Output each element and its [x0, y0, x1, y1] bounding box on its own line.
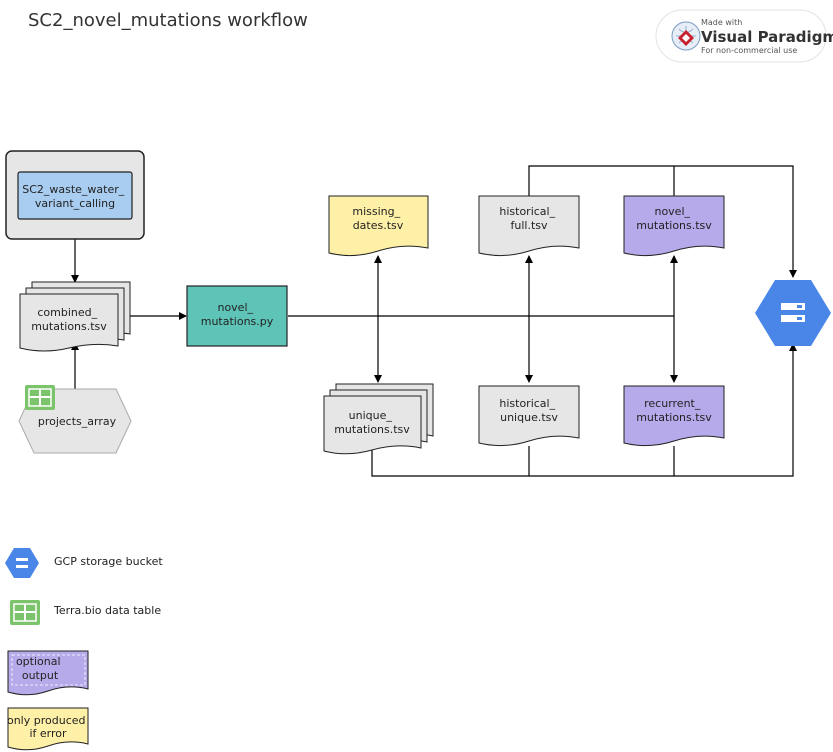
doc-historical-full[interactable]: historical_ full.tsv	[478, 195, 580, 257]
gcp-bucket-icon	[781, 303, 805, 322]
unique-label: unique_ mutations.tsv	[334, 409, 410, 436]
combined-label: combined_ mutations.tsv	[31, 306, 107, 333]
task-label: SC2_waste_water_ variant_calling	[22, 183, 128, 210]
task-node-sc2-waste-water[interactable]: SC2_waste_water_ variant_calling	[5, 150, 145, 240]
doc-recurrent-mutations[interactable]: recurrent_ mutations.tsv	[623, 385, 725, 447]
doc-combined-mutations[interactable]: combined_ mutations.tsv	[19, 281, 131, 352]
legend-optional-output: optional output	[7, 650, 89, 696]
legend-error-output: only produced if error	[7, 707, 89, 751]
doc-unique-mutations[interactable]: unique_ mutations.tsv	[323, 383, 434, 455]
doc-missing-dates[interactable]: missing_ dates.tsv	[328, 195, 429, 257]
legend-gcp-bucket-icon	[5, 548, 39, 578]
doc-novel-mutations[interactable]: novel_ mutations.tsv	[623, 195, 725, 257]
novel-label: novel_ mutations.tsv	[636, 205, 712, 232]
watermark-line2: Visual Paradigm	[701, 28, 833, 46]
script-node-novel-mutations-py[interactable]: novel_ mutations.py	[186, 285, 288, 347]
legend-table-label: Terra.bio data table	[53, 604, 161, 617]
edge-unique-to-bucket	[371, 343, 797, 477]
legend-bucket-label: GCP storage bucket	[54, 555, 163, 568]
watermark-line1: Made with	[701, 18, 742, 27]
terra-table-icon	[25, 385, 55, 410]
legend-error-label: only produced if error	[7, 714, 89, 740]
doc-historical-unique[interactable]: historical_ unique.tsv	[478, 385, 580, 447]
hist-unique-label: historical_ unique.tsv	[499, 397, 558, 424]
missing-label: missing_ dates.tsv	[352, 205, 403, 232]
projects-array-node[interactable]: projects_array	[18, 385, 132, 454]
edges	[71, 165, 797, 477]
legend-terra-table-icon	[10, 600, 40, 625]
diagram-title: SC2_novel_mutations workflow	[28, 10, 308, 31]
legend-optional-label: optional output	[16, 655, 64, 682]
visual-paradigm-logo-icon	[671, 21, 701, 51]
projects-label: projects_array	[38, 415, 117, 428]
gcp-bucket-node[interactable]	[755, 280, 831, 346]
hist-full-label: historical_ full.tsv	[499, 205, 558, 232]
recurrent-label: recurrent_ mutations.tsv	[636, 397, 712, 424]
legend: GCP storage bucket Terra.bio data table …	[5, 548, 163, 751]
script-label: novel_ mutations.py	[201, 301, 274, 328]
edge-hist-full-to-bucket	[528, 165, 797, 278]
watermark-line3: For non-commercial use	[701, 46, 797, 55]
visual-paradigm-watermark: Made with Visual Paradigm For non-commer…	[655, 9, 833, 63]
